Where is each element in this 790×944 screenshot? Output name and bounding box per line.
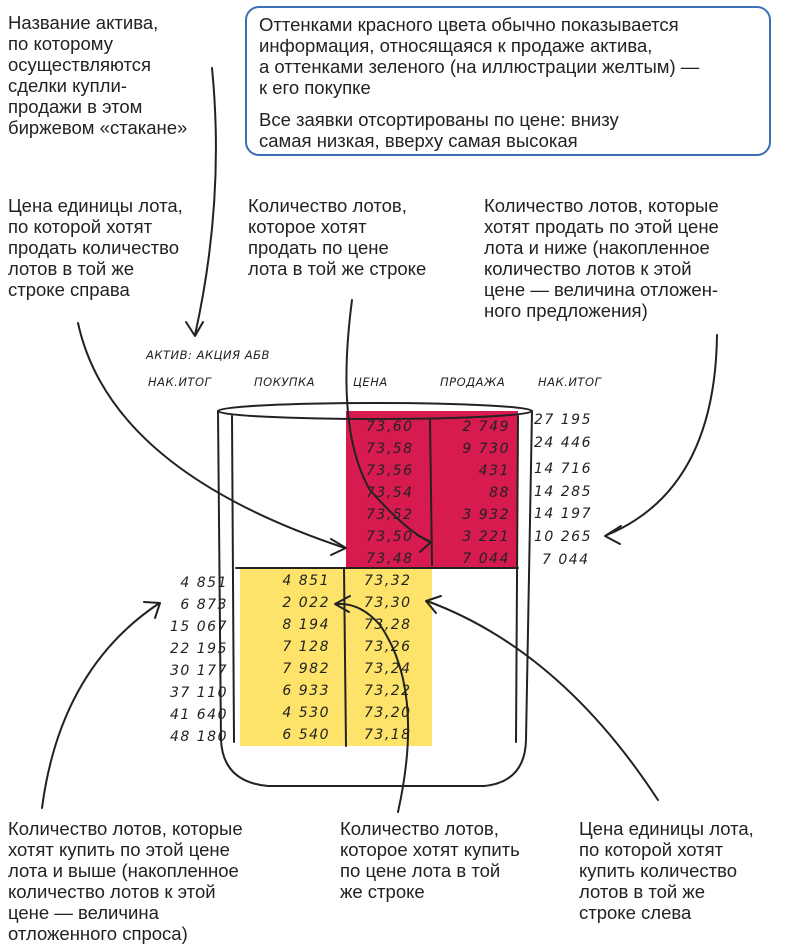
callout-sorting-text: Все заявки отсортированы по цене: внизу …: [259, 109, 619, 151]
buy-price: 73,28: [364, 617, 412, 633]
buy-price: 73,22: [364, 683, 412, 699]
sell-price: 73,58: [366, 441, 414, 457]
header-sell-cumulative: НАК.ИТОГ: [538, 375, 602, 389]
annotation-arrows: [41, 67, 718, 813]
sell-cumulative: 7 044: [542, 552, 590, 568]
sell-qty: 431: [478, 463, 510, 479]
sell-qty: 7 044: [462, 551, 510, 567]
header-buy-cumulative: НАК.ИТОГ: [148, 375, 212, 389]
callout-colors-text: Оттенками красного цвета обычно показыва…: [259, 14, 700, 98]
sell-cumulative: 14 285: [534, 484, 592, 500]
buy-qty: 6 540: [282, 727, 330, 743]
buy-cumulative: 48 180: [170, 729, 228, 745]
sell-price: 73,60: [366, 419, 414, 435]
buy-orders-block: [240, 568, 432, 746]
header-sell: ПРОДАЖА: [440, 375, 506, 389]
sell-cumulative: 14 716: [534, 461, 592, 477]
buy-price-note: Цена единицы лота, по которой хотят купи…: [579, 818, 754, 923]
sell-qty-note: Количество лотов, которое хотят продать …: [248, 195, 427, 279]
buy-qty: 4 851: [282, 573, 330, 589]
sell-price-note: Цена единицы лота, по которой хотят прод…: [8, 195, 183, 300]
buy-qty-note: Количество лотов, которое хотят купить п…: [340, 818, 520, 902]
sell-price: 73,48: [366, 551, 414, 567]
buy-qty: 2 022: [282, 595, 330, 611]
sell-cumulative: 10 265: [534, 529, 592, 545]
sell-cumulative-note: Количество лотов, которые хотят продать …: [484, 195, 719, 321]
buy-cumulative: 41 640: [170, 707, 228, 723]
buy-cumulative: 15 067: [170, 619, 228, 635]
buy-price: 73,30: [364, 595, 412, 611]
sell-qty: 3 932: [462, 507, 510, 523]
buy-cumulative: 37 110: [170, 685, 228, 701]
sell-price: 73,52: [366, 507, 414, 523]
buy-qty: 4 530: [282, 705, 330, 721]
sell-price: 73,50: [366, 529, 414, 545]
buy-price: 73,26: [364, 639, 412, 655]
sell-qty: 3 221: [462, 529, 510, 545]
header-buy: ПОКУПКА: [254, 375, 316, 389]
buy-qty: 6 933: [282, 683, 330, 699]
buy-price: 73,18: [364, 727, 412, 743]
buy-qty: 8 194: [282, 617, 330, 633]
header-price: ЦЕНА: [353, 375, 388, 389]
asset-name-note: Название актива, по которому осуществляю…: [8, 12, 188, 138]
sell-qty: 2 749: [462, 419, 510, 435]
sell-cumulative: 14 197: [534, 506, 592, 522]
color-legend-callout: Оттенками красного цвета обычно показыва…: [245, 6, 771, 156]
asset-label: АКТИВ: АКЦИЯ АБВ: [146, 348, 270, 362]
buy-cumulative-note: Количество лотов, которые хотят купить п…: [8, 818, 243, 944]
buy-cumulative: 6 873: [180, 597, 228, 613]
buy-qty: 7 128: [282, 639, 330, 655]
buy-cumulative: 22 195: [170, 641, 228, 657]
sell-cumulative: 27 195: [534, 412, 592, 428]
buy-qty: 7 982: [282, 661, 330, 677]
buy-cumulative: 4 851: [180, 575, 228, 591]
sell-cumulative: 24 446: [534, 435, 592, 451]
buy-cumulative: 30 177: [170, 663, 228, 679]
buy-price: 73,24: [364, 661, 412, 677]
sell-price: 73,56: [366, 463, 414, 479]
buy-price: 73,32: [364, 573, 412, 589]
sell-qty: 9 730: [462, 441, 510, 457]
glass-outline: [217, 402, 533, 787]
sell-qty: 88: [489, 485, 510, 501]
sell-price: 73,54: [366, 485, 414, 501]
buy-price: 73,20: [364, 705, 412, 721]
